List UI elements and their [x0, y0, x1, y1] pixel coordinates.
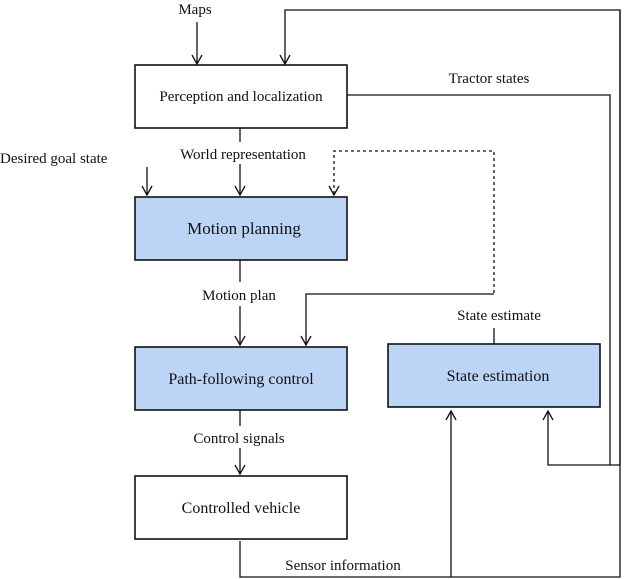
label-motion-plan: Motion plan [202, 288, 276, 304]
node-path-following: Path-following control [134, 346, 348, 411]
node-motion-planning-label: Motion planning [187, 219, 301, 238]
label-sensor-information: Sensor information [285, 558, 401, 574]
node-perception-label: Perception and localization [159, 89, 323, 105]
edge-sensor-information [239, 10, 621, 578]
edge-state-estimate-dashed [328, 150, 495, 293]
label-maps: Maps [178, 2, 211, 18]
node-motion-planning: Motion planning [134, 196, 348, 261]
node-perception: Perception and localization [134, 64, 348, 129]
edge-tractor-states [347, 94, 611, 466]
node-path-following-label: Path-following control [168, 371, 314, 388]
node-state-estimation: State estimation [387, 343, 601, 408]
label-world-representation: World representation [180, 147, 306, 163]
node-controlled-vehicle-label: Controlled vehicle [182, 500, 301, 517]
label-control-signals: Control signals [193, 431, 284, 447]
node-controlled-vehicle: Controlled vehicle [134, 475, 348, 540]
edge-state-estimate [300, 293, 494, 347]
label-state-estimate: State estimate [457, 308, 541, 324]
label-desired-goal-state: Desired goal state [0, 151, 108, 167]
node-state-estimation-label: State estimation [447, 368, 550, 385]
label-tractor-states: Tractor states [449, 71, 530, 87]
